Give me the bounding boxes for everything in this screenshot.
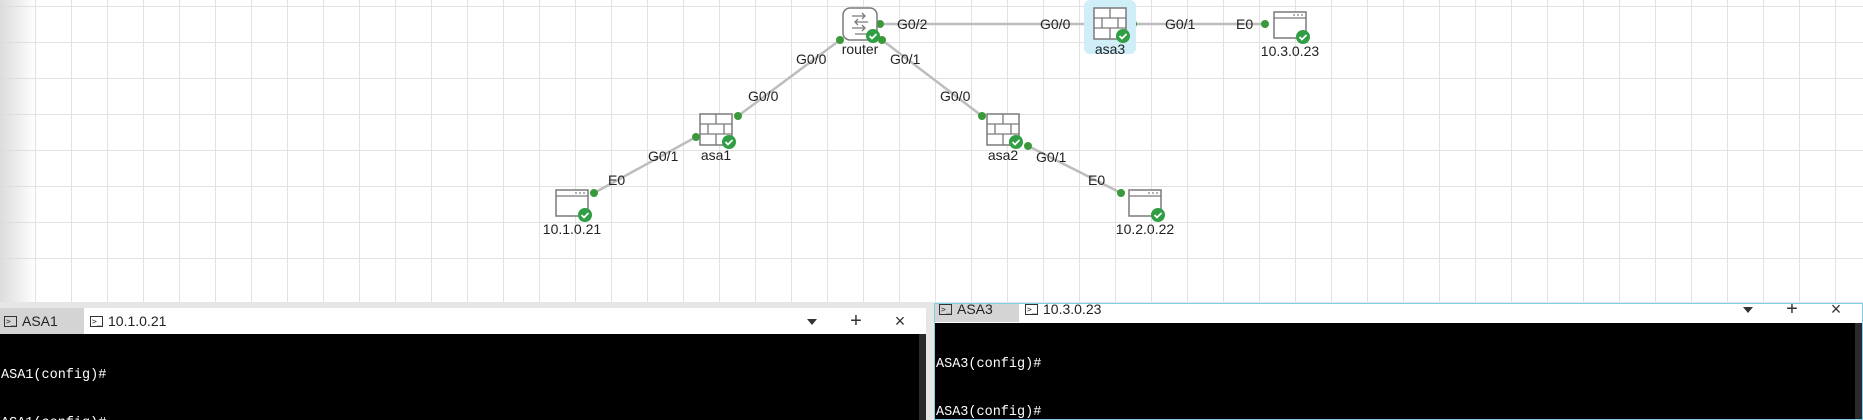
console-pane-right: >_ ASA3 >_ 10.3.0.23 + × ASA3(config)# A… [934,303,1863,420]
terminal-icon: >_ [939,304,952,315]
tab-asa1[interactable]: >_ ASA1 [0,308,84,334]
interface-label: G0/0 [748,88,779,104]
terminal-icon: >_ [1025,304,1038,315]
link-router-asa1[interactable] [737,38,841,118]
interface-label: G0/0 [1040,16,1071,32]
tab-10-3-0-23[interactable]: >_ 10.3.0.23 [1021,303,1141,322]
interface-label: E0 [1236,16,1253,32]
chevron-down-icon [1743,307,1753,313]
port-dot [590,189,598,197]
interface-label: E0 [608,172,625,188]
terminal-line: ASA3(config)# [936,357,1042,372]
tab-label: ASA3 [957,303,993,317]
link-asa1-host1[interactable] [593,135,697,195]
status-ok-icon [1116,29,1130,43]
port-dot [878,36,886,44]
port-dot [734,112,742,120]
terminal-line: ASA3(config)# [936,405,1042,420]
console-tabbar: >_ ASA3 >_ 10.3.0.23 + × [935,303,1862,323]
tab-asa3[interactable]: >_ ASA3 [935,303,1019,322]
pane-divider[interactable] [926,302,934,420]
console-pane-left: >_ ASA1 >_ 10.1.0.21 + × ASA1(config)# A… [0,308,926,420]
node-asa2[interactable]: asa2 [986,113,1023,163]
tab-10-1-0-21[interactable]: >_ 10.1.0.21 [86,308,206,334]
node-host3[interactable]: 10.3.0.23 [1261,11,1320,59]
terminal-output[interactable]: ASA1(config)# ASA1(config)# ASA1(config)… [0,334,926,420]
link-router-asa2[interactable] [881,39,983,117]
interface-label: G0/0 [940,88,971,104]
tab-label: 10.1.0.21 [108,313,167,329]
terminal-line: ASA1(config)# [1,416,926,420]
interface-label: G0/1 [890,51,921,67]
close-pane-button[interactable]: × [894,310,906,331]
terminal-icon: >_ [4,315,17,327]
add-tab-button[interactable]: + [1786,303,1798,320]
terminal-icon: >_ [90,315,103,327]
node-label: asa3 [1095,41,1126,57]
node-asa3[interactable]: asa3 [1084,0,1136,57]
status-ok-icon [1009,135,1023,149]
tab-label: ASA1 [22,313,58,329]
status-ok-icon [1151,208,1165,222]
status-ok-icon [722,135,736,149]
canvas-edge-shadow [0,0,36,302]
node-asa1[interactable]: asa1 [699,113,736,163]
topology-diagram[interactable]: router asa3 asa1 asa2 10.1.0.21 10.2.0.22 10.3… [0,0,1863,302]
tab-dropdown-button[interactable] [1726,304,1770,318]
scrollbar[interactable] [1855,323,1862,419]
status-ok-icon [1296,30,1310,44]
interface-label: G0/2 [897,16,928,32]
tab-dropdown-button[interactable] [790,312,834,330]
scrollbar[interactable] [919,334,926,420]
interface-label: E0 [1088,172,1105,188]
node-label: 10.2.0.22 [1116,221,1175,237]
node-label: 10.3.0.23 [1261,43,1320,59]
port-dot [978,112,986,120]
host-icon [1128,189,1162,217]
node-label: asa2 [988,147,1019,163]
port-dot [836,36,844,44]
node-host1[interactable]: 10.1.0.21 [543,189,602,237]
console-tabbar: >_ ASA1 >_ 10.1.0.21 + × [0,308,926,334]
interface-label: G0/0 [796,51,827,67]
node-label: asa1 [701,147,732,163]
port-dot [1117,189,1125,197]
topology-canvas[interactable] [0,0,1863,302]
node-label: 10.1.0.21 [543,221,602,237]
port-dot [1024,142,1032,150]
node-router[interactable]: router [842,7,880,57]
node-host2[interactable]: 10.2.0.22 [1116,189,1175,237]
interface-label: G0/1 [648,148,679,164]
tab-label: 10.3.0.23 [1043,303,1102,317]
terminal-line: ASA1(config)# [1,368,107,383]
link-asa2-host2[interactable] [1027,144,1122,195]
status-ok-icon [578,208,592,222]
add-tab-button[interactable]: + [850,309,862,332]
port-dot [692,133,700,141]
interface-label: G0/1 [1165,16,1196,32]
close-pane-button[interactable]: × [1830,303,1842,319]
status-ok-icon [866,29,880,43]
chevron-down-icon [807,319,817,325]
terminal-output[interactable]: ASA3(config)# ASA3(config)# ASA3(config)… [935,323,1862,420]
port-dot [1261,20,1269,28]
interface-label: G0/1 [1036,149,1067,165]
port-dot [876,20,884,28]
node-label: router [842,41,879,57]
